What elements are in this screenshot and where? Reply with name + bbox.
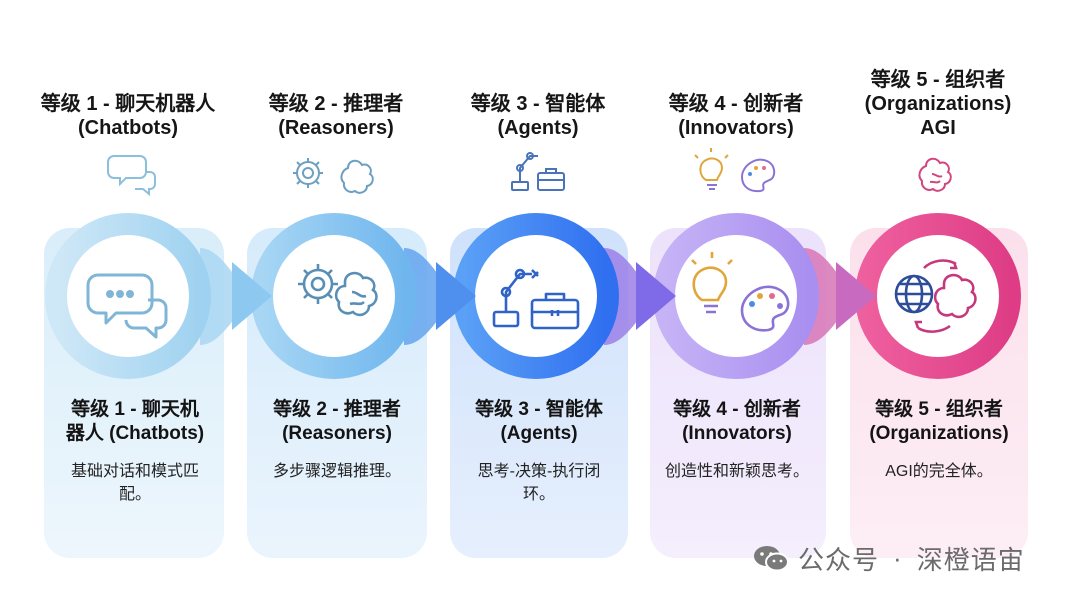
- card-title-line1: 等级 4 - 创新者: [673, 399, 801, 420]
- card-text-level-5: 等级 5 - 组织者 (Organizations) AGI的完全体。: [844, 398, 1034, 483]
- watermark-separator: ·: [893, 542, 903, 573]
- connector-1-2: [200, 248, 258, 345]
- palette-icon: [740, 158, 776, 193]
- top-title-line2: (Organizations): [864, 93, 1012, 115]
- top-title-level-5: 等级 5 - 组织者 (Organizations) AGI: [838, 68, 1038, 140]
- robot-arm-icon: [511, 152, 538, 191]
- card-title-line1: 等级 1 - 聊天机: [71, 399, 199, 420]
- card-title: 等级 3 - 智能体 (Agents): [444, 398, 634, 446]
- card-description: 基础对话和模式匹配。: [70, 463, 199, 503]
- connector-4-5: [804, 248, 862, 345]
- watermark-text-left: 公众号: [798, 544, 880, 575]
- top-title-line1: 等级 4 - 创新者: [668, 93, 804, 115]
- card-description: 思考-决策-执行闭环。: [477, 463, 601, 503]
- card-title: 等级 5 - 组织者 (Organizations): [844, 398, 1034, 446]
- top-title-level-2: 等级 2 - 推理者 (Reasoners): [236, 92, 436, 140]
- watermark: 公众号 · 深橙语宙: [752, 540, 1025, 576]
- card-title-line1: 等级 3 - 智能体: [475, 399, 603, 420]
- card-title-line2: (Agents): [500, 423, 578, 444]
- arrow-head-1: [232, 262, 272, 330]
- ring-2: [251, 213, 417, 379]
- top-title-line1: 等级 2 - 推理者: [268, 93, 404, 115]
- card-description: 多步骤逻辑推理。: [272, 463, 401, 480]
- ring-5: [855, 213, 1021, 379]
- top-title-line2: (Chatbots): [78, 117, 178, 139]
- top-title-level-4: 等级 4 - 创新者 (Innovators): [636, 92, 836, 140]
- connector-2-3: [404, 248, 462, 345]
- arrow-head-4: [836, 262, 876, 330]
- top-icons: [107, 148, 952, 197]
- card-title-line2: (Reasoners): [282, 423, 392, 444]
- top-title-line3: AGI: [920, 117, 956, 139]
- gear-brain-icon: [298, 264, 378, 317]
- toolbox-icon: [537, 168, 565, 191]
- brain-icon: [918, 157, 952, 192]
- arrow-head-2: [436, 262, 476, 330]
- connector-3-4: [604, 248, 662, 345]
- robot-arm-toolbox-icon: [492, 268, 580, 330]
- card-text-level-4: 等级 4 - 创新者 (Innovators) 创造性和新颖思考。: [642, 398, 832, 483]
- card-text-level-2: 等级 2 - 推理者 (Reasoners) 多步骤逻辑推理。: [242, 398, 432, 483]
- card-title: 等级 1 - 聊天机 器人 (Chatbots): [40, 398, 230, 446]
- lightbulb-palette-icon: [691, 252, 790, 332]
- ring-3: [453, 213, 619, 379]
- card-description: AGI的完全体。: [885, 463, 993, 480]
- arrow-head-3: [636, 262, 676, 330]
- brain-icon: [340, 159, 374, 194]
- top-title-level-1: 等级 1 - 聊天机器人 (Chatbots): [28, 92, 228, 140]
- card-title-line1: 等级 5 - 组织者: [875, 399, 1003, 420]
- card-text-level-1: 等级 1 - 聊天机 器人 (Chatbots) 基础对话和模式匹配。: [40, 398, 230, 506]
- wechat-icon: [754, 546, 789, 572]
- chat-bubbles-icon: [107, 155, 156, 197]
- globe-brain-cycle-icon: [894, 259, 977, 333]
- card-title-line1: 等级 2 - 推理者: [273, 399, 401, 420]
- card-title-line2: (Innovators): [682, 423, 792, 444]
- top-title-line1: 等级 1 - 聊天机器人: [40, 93, 216, 115]
- chat-bubbles-icon: [86, 273, 168, 339]
- card-title: 等级 2 - 推理者 (Reasoners): [242, 398, 432, 446]
- top-title-line1: 等级 5 - 组织者: [870, 69, 1006, 91]
- card-description: 创造性和新颖思考。: [664, 463, 809, 480]
- card-title-line2: 器人 (Chatbots): [65, 423, 205, 444]
- top-title-line1: 等级 3 - 智能体: [470, 93, 606, 115]
- card-title-line2: (Organizations): [869, 423, 1009, 444]
- top-title-line2: (Agents): [497, 117, 579, 139]
- watermark-text-right: 深橙语宙: [916, 544, 1025, 575]
- top-title-line2: (Reasoners): [278, 117, 394, 139]
- card-text-level-3: 等级 3 - 智能体 (Agents) 思考-决策-执行闭环。: [444, 398, 634, 506]
- top-title-level-3: 等级 3 - 智能体 (Agents): [438, 92, 638, 140]
- top-title-line2: (Innovators): [678, 117, 794, 139]
- card-title: 等级 4 - 创新者 (Innovators): [642, 398, 832, 446]
- gear-icon: [293, 158, 323, 188]
- lightbulb-icon: [694, 148, 729, 190]
